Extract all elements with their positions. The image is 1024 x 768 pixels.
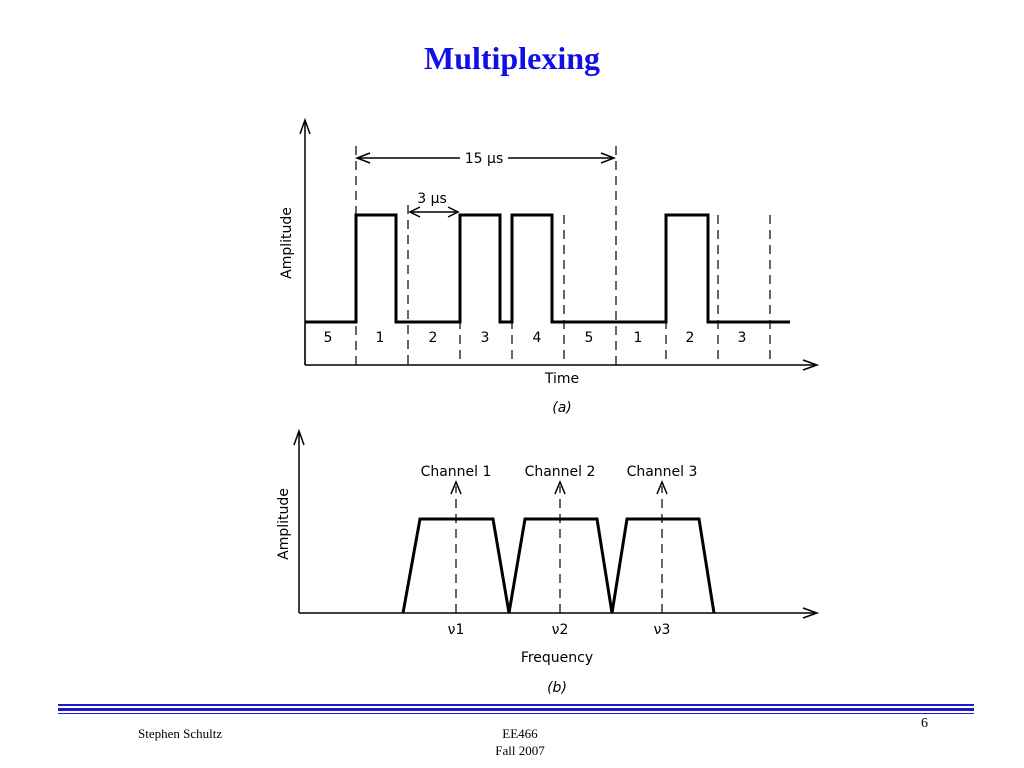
footer-rule-top <box>58 704 974 706</box>
channel-3-arrow-icon <box>656 480 668 495</box>
footer-term: Fall 2007 <box>495 743 545 758</box>
figure-a-tdm-waveform <box>305 213 790 324</box>
figure-b-caption: (b) <box>547 680 567 696</box>
footer-author: Stephen Schultz <box>138 726 223 741</box>
figure-b-frequency-division: Channel 1 Channel 2 Channel 3 ν1 ν2 ν3 A… <box>276 428 820 696</box>
figure-a-x-axis-label: Time <box>544 371 579 387</box>
carrier-3-label: ν3 <box>654 622 671 638</box>
figure-b-x-axis-label: Frequency <box>521 650 593 666</box>
slot-number: 2 <box>686 330 695 346</box>
slot-number: 1 <box>376 330 385 346</box>
figure-a-slot-label: 3 μs <box>417 191 447 207</box>
figure-b-y-axis-label: Amplitude <box>276 488 292 560</box>
slot-number: 1 <box>634 330 643 346</box>
slot-number: 3 <box>738 330 747 346</box>
slot-number: 3 <box>481 330 490 346</box>
figure-a-y-axis-label: Amplitude <box>279 207 295 279</box>
carrier-1-label: ν1 <box>448 622 465 638</box>
channel-2-label: Channel 2 <box>525 464 596 480</box>
figure-a-period-label: 15 μs <box>465 151 503 167</box>
slot-number: 5 <box>324 330 333 346</box>
channel-1-label: Channel 1 <box>421 464 492 480</box>
carrier-2-label: ν2 <box>552 622 569 638</box>
channel-1-arrow-icon <box>450 480 462 495</box>
footer-rule-middle <box>58 708 974 711</box>
footer-course: EE466 <box>502 726 538 741</box>
slot-number: 2 <box>429 330 438 346</box>
figure-a-slot-right-arrow-icon <box>447 206 460 218</box>
page-number: 6 <box>921 716 928 731</box>
figure-a-caption: (a) <box>552 400 572 416</box>
channel-2-arrow-icon <box>554 480 566 495</box>
figure-a-period-left-arrow-icon <box>354 152 371 164</box>
channel-3-band <box>610 517 716 614</box>
figure-a-y-axis-arrow-icon <box>299 117 311 135</box>
footer-rule-bottom <box>58 713 974 714</box>
slot-number: 5 <box>585 330 594 346</box>
figure-a-time-division: 15 μs 3 μs 5 1 2 3 4 5 1 2 3 Amplitude T… <box>279 117 820 416</box>
slot-number: 4 <box>533 330 542 346</box>
figure-a-x-axis-arrow-icon <box>802 359 820 371</box>
slide-title: Multiplexing <box>423 40 600 76</box>
channel-2-band <box>507 517 614 614</box>
figure-b-y-axis-arrow-icon <box>293 428 305 446</box>
channel-3-label: Channel 3 <box>627 464 698 480</box>
figure-a-period-right-arrow-icon <box>600 152 617 164</box>
figure-a-slot-left-arrow-icon <box>408 206 421 218</box>
figure-b-x-axis-arrow-icon <box>802 607 820 619</box>
